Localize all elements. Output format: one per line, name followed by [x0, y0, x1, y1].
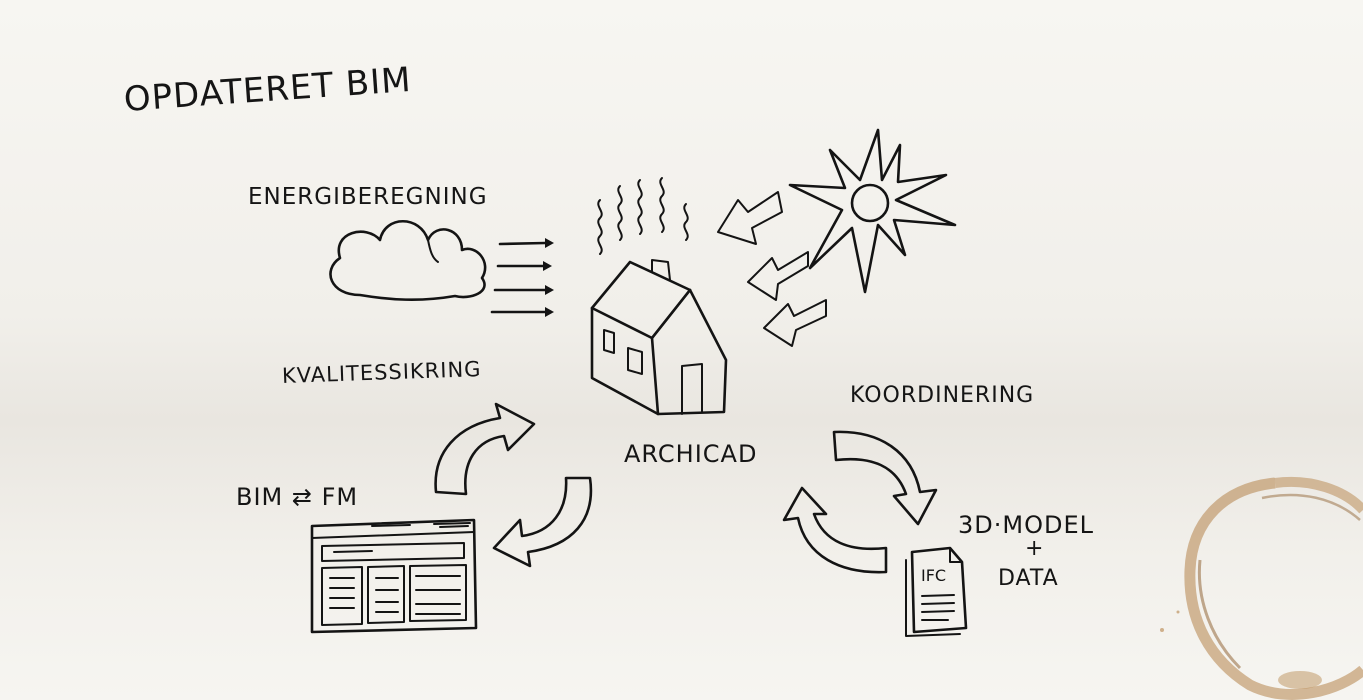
- coordination-label: KOORDINERING: [850, 383, 1035, 408]
- model-label-plus: +: [1025, 536, 1045, 561]
- ifc-label: IFC: [921, 566, 947, 585]
- bim-fm-label: BIM ⇄ FM: [236, 483, 359, 511]
- model-label-line1: 3D·MODEL: [958, 511, 1094, 539]
- model-label-line2: DATA: [998, 566, 1059, 591]
- wind-arrows: [490, 238, 554, 317]
- energy-label: ENERGIBEREGNING: [248, 184, 488, 210]
- sun-ray-arrows: [717, 191, 827, 347]
- archicad-label: ARCHICAD: [624, 440, 758, 468]
